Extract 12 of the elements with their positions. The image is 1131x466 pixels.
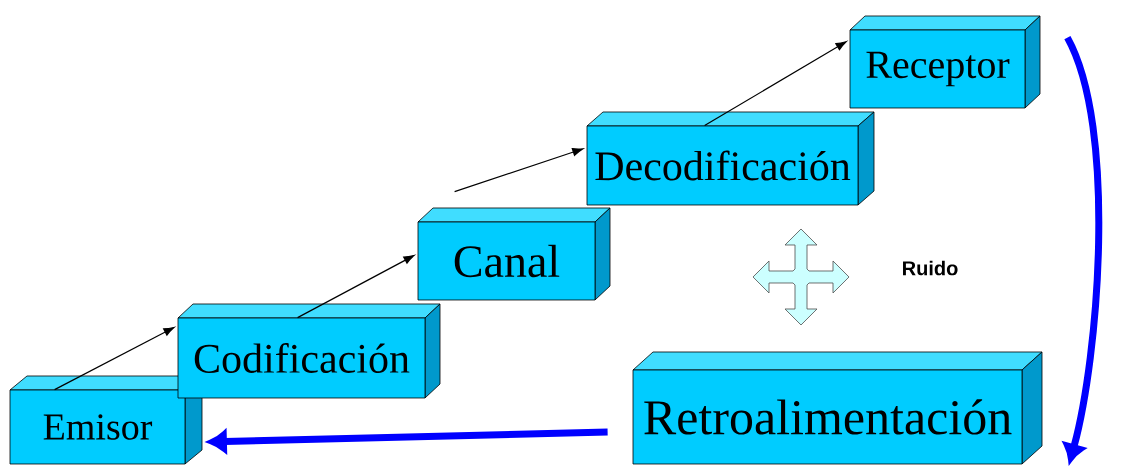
box-3d: Retroalimentación: [632, 351, 1043, 465]
arrow: [54, 326, 175, 391]
arrow: [1063, 36, 1103, 463]
noise-label: Ruido: [903, 260, 958, 276]
box-3d: Decodificación: [586, 111, 875, 206]
box-3d: Receptor: [849, 15, 1041, 109]
arrow: [704, 41, 847, 127]
box-3d: Codificación: [177, 303, 441, 399]
box-3d: Emisor: [9, 375, 203, 465]
arrow: [297, 254, 415, 319]
box-3d: Canal: [417, 207, 611, 301]
arrow: [454, 148, 584, 193]
